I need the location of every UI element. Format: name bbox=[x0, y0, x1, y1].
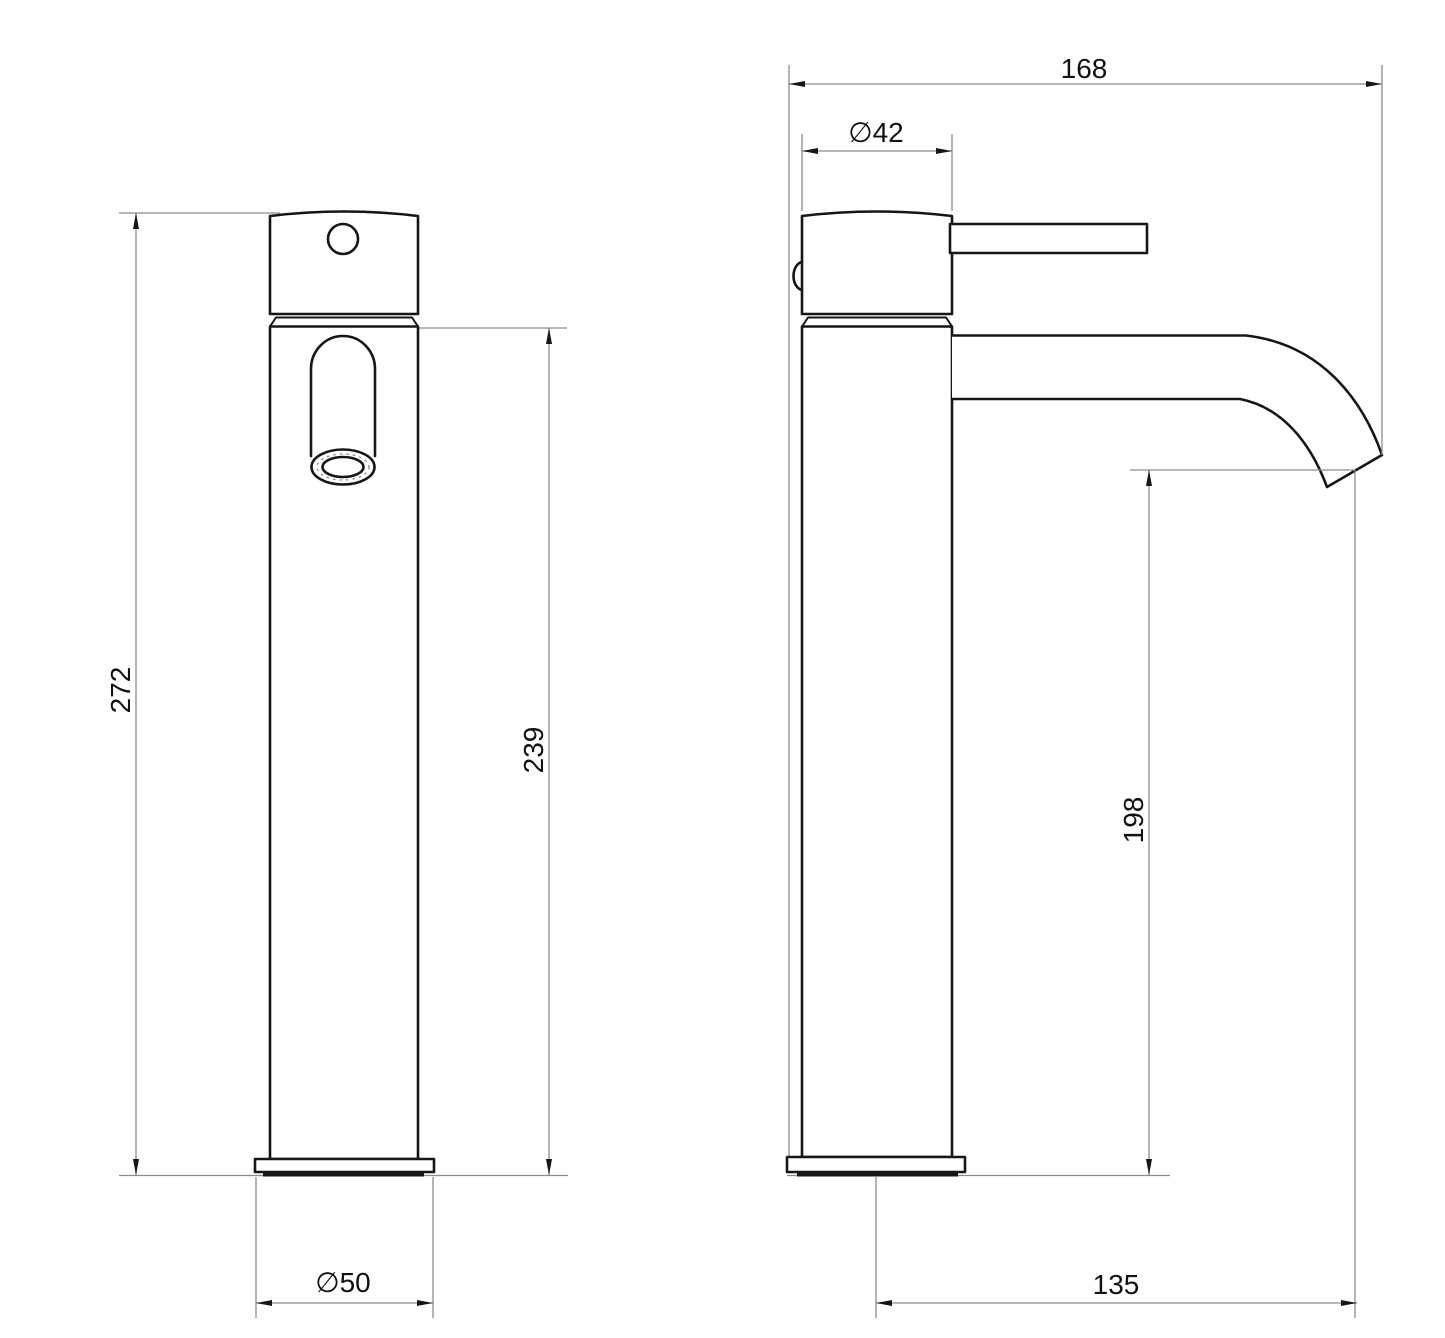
side-body-column bbox=[800, 325, 954, 1159]
dim-label-spout-height: 198 bbox=[1118, 797, 1149, 844]
side-handle-cap bbox=[800, 210, 954, 316]
front-spout-window bbox=[309, 334, 377, 458]
arrow-135-right bbox=[1341, 1300, 1357, 1306]
arrow-168-right bbox=[1366, 81, 1382, 87]
arrow-198-bottom bbox=[1146, 1159, 1152, 1175]
arrow-d42-right bbox=[936, 148, 952, 154]
dim-label-spout-reach: 135 bbox=[1093, 1269, 1140, 1300]
side-spout bbox=[950, 334, 1384, 489]
arrow-d50-right bbox=[417, 1300, 433, 1306]
arrow-272-bottom bbox=[133, 1159, 139, 1175]
arrow-168-left bbox=[789, 81, 805, 87]
front-cap-hole bbox=[326, 222, 360, 256]
side-lever-handle bbox=[948, 222, 1149, 255]
side-base-plate bbox=[785, 1155, 967, 1174]
dim-label-overall-height: 272 bbox=[105, 667, 136, 714]
front-spout-outlet-bore bbox=[321, 455, 365, 479]
dim-label-body-height: 239 bbox=[518, 727, 549, 774]
arrow-272-top bbox=[133, 213, 139, 229]
front-handle-cap bbox=[268, 210, 420, 316]
arrow-135-left bbox=[876, 1300, 892, 1306]
front-neck-ring bbox=[269, 316, 419, 328]
front-outlet-knurl bbox=[316, 453, 370, 481]
arrow-d42-left bbox=[802, 148, 818, 154]
arrow-198-top bbox=[1146, 470, 1152, 486]
front-base-gasket bbox=[263, 1172, 424, 1177]
front-view bbox=[253, 210, 436, 1177]
side-base-gasket bbox=[797, 1172, 958, 1177]
side-view bbox=[785, 210, 1384, 1177]
arrow-d50-left bbox=[256, 1300, 272, 1306]
dimension-lines-over bbox=[1130, 65, 1383, 1318]
dimension-arrows bbox=[133, 81, 1382, 1306]
dim-label-base-diameter: ∅50 bbox=[315, 1267, 371, 1298]
dim-label-overall-projection: 168 bbox=[1061, 53, 1108, 84]
arrow-239-top bbox=[546, 328, 552, 344]
dim-label-head-diameter: ∅42 bbox=[848, 117, 904, 148]
dimension-labels: 272 239 ∅50 168 ∅42 198 135 bbox=[105, 53, 1149, 1300]
front-base-plate bbox=[253, 1157, 436, 1174]
side-neck-ring bbox=[801, 316, 953, 328]
arrow-239-bottom bbox=[546, 1159, 552, 1175]
